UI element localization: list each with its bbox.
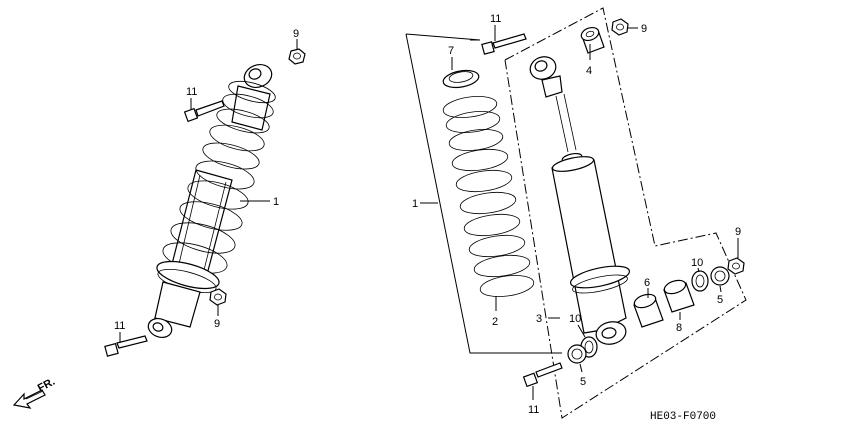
callout-dust-seal-left: 5 [580,376,586,388]
callout-bolt-top: 11 [490,13,501,25]
callout-labels: 11 9 1 9 11 1 7 2 3 4 11 9 9 6 8 10 10 5… [114,13,741,416]
callout-bushing: 4 [586,65,592,77]
callout-collar-left: 6 [644,277,650,289]
callout-oil-seal-right: 10 [691,257,703,269]
right-leaders [451,25,739,400]
callout-collar-right: 8 [676,322,682,334]
callout-oil-seal-left: 10 [569,313,581,325]
damper [529,56,631,345]
damper-group-outline [504,7,747,419]
collar-6 [633,293,664,328]
left-top-eye [243,64,273,88]
bottom-bolt [522,362,563,388]
right-group-outline [405,33,562,354]
drawing-code: HE03-F0700 [650,411,716,423]
left-bottom-eye [147,317,173,339]
left-leaders [119,39,298,343]
dust-seal-left [567,344,587,364]
oil-seal-right [691,270,709,292]
dust-seal-right [710,266,730,286]
callout-damper: 3 [536,313,542,325]
callout-spring-seat: 7 [448,45,454,57]
callout-left-bolt-top: 11 [186,86,197,98]
callout-bolt-bottom: 11 [528,404,539,416]
spring [442,96,535,297]
collar-8 [663,279,695,313]
callout-left-bolt-bottom: 11 [114,320,125,332]
callout-dust-seal-right: 5 [717,294,723,306]
callout-nut-right: 9 [735,226,741,238]
top-bolt [481,33,527,55]
left-shock-assembly [147,64,276,339]
left-upper-body [231,85,271,131]
callout-left-assembly: 1 [273,196,279,208]
right-nut [727,257,745,275]
left-nut-top [288,48,306,65]
callout-left-nut-top: 9 [293,28,299,40]
front-label: FR. [36,376,57,395]
left-lower-body [154,281,201,328]
callout-right-assembly: 1 [412,198,418,210]
left-bolt-top [183,100,225,123]
callout-spring: 2 [492,316,498,328]
callout-left-nut-bottom: 9 [214,318,220,330]
left-nut-bottom [209,288,227,306]
upper-bushing [580,26,605,54]
callout-nut-top: 9 [641,23,647,35]
left-bolt-bottom [104,335,148,357]
spring-seat [442,69,480,89]
top-nut [611,18,629,36]
front-direction-arrow: FR. [12,376,57,409]
